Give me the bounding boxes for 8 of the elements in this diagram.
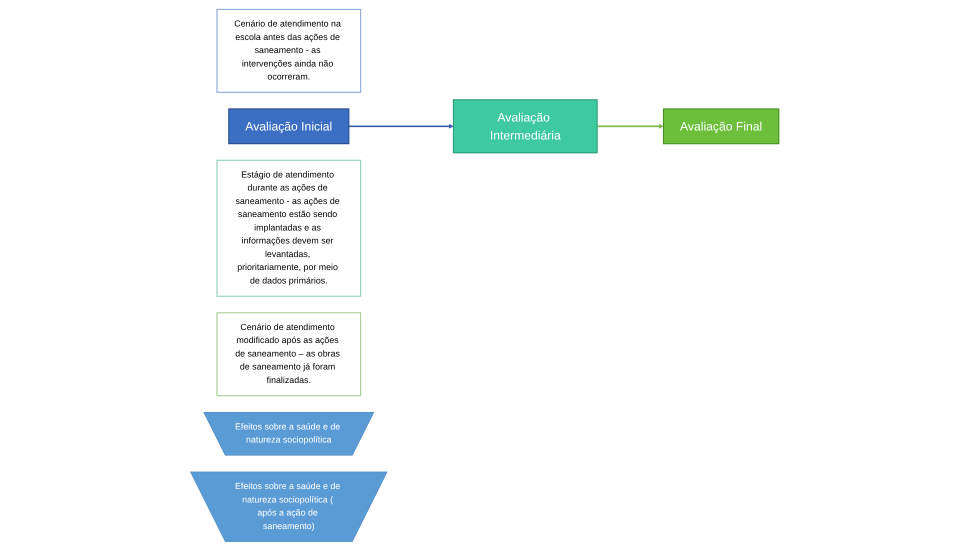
arrow xyxy=(598,124,664,129)
node-box: Avaliação Final xyxy=(663,108,780,144)
node-box: Cenário de atendimento modificado após as ações de saneamento – as obras de saneamento já foram finalizadas. xyxy=(216,312,362,396)
node-box: Estágio de atendimento durante as ações de saneamento - as ações de saneamento estão sendo implantadas e as informações devem ser levantadas, prioritariamente, por meio de dados primários. xyxy=(216,160,362,297)
node-box: Cenário de atendimento na escola antes das ações de saneamento - as intervenções ainda não ocorreram. xyxy=(216,8,362,93)
node-box: Avaliação Inicial xyxy=(228,108,350,144)
arrow xyxy=(349,124,454,129)
node-box: Avaliação Intermediária xyxy=(453,99,598,154)
